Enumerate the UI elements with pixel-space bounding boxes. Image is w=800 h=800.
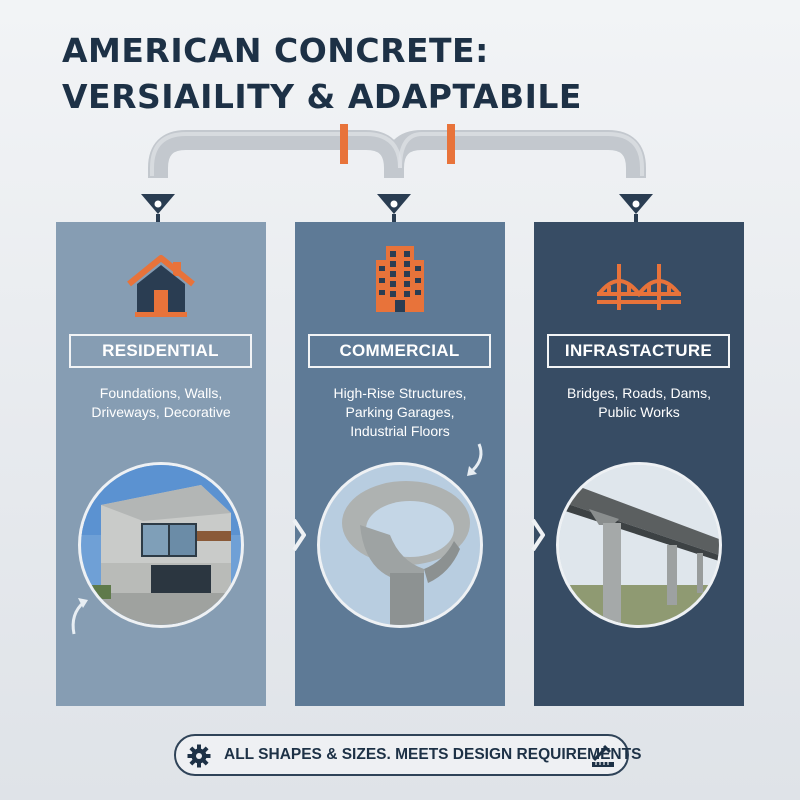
- description-line: Public Works: [598, 404, 680, 420]
- description-line: Industrial Floors: [350, 423, 450, 439]
- chevron-right-icon: [292, 518, 306, 552]
- photo-modern-house: [78, 462, 244, 628]
- nozzle-residential: [141, 194, 175, 224]
- pipe-left-branch: [148, 130, 404, 178]
- photo-curved-concrete-structure: [317, 462, 483, 628]
- description-line: Parking Garages,: [345, 404, 455, 420]
- title-line-1: AMERICAN CONCRETE:: [62, 31, 489, 70]
- pipe-connector-diagram: [141, 124, 653, 224]
- curved-arrow-icon: [71, 598, 88, 635]
- label-residential: RESIDENTIAL: [69, 334, 252, 368]
- gear-icon: [187, 744, 211, 768]
- curved-arrow-icon: [467, 443, 483, 476]
- description-line: Driveways, Decorative: [91, 404, 231, 420]
- measure-tool-icon: [592, 744, 614, 767]
- pipe-coupling-left: [340, 124, 348, 164]
- description-line: High-Rise Structures,: [333, 385, 467, 401]
- pipe-coupling-right: [447, 124, 455, 164]
- panel-commercial: COMMERCIAL High-Rise Structures, Parking…: [295, 222, 505, 706]
- house-icon: [127, 255, 195, 317]
- description-residential: Foundations, Walls, Driveways, Decorativ…: [64, 384, 258, 422]
- panel-residential: RESIDENTIAL Foundations, Walls, Driveway…: [56, 222, 266, 706]
- label-commercial: COMMERCIAL: [308, 334, 491, 368]
- description-line: Bridges, Roads, Dams,: [567, 385, 711, 401]
- footer-text: ALL SHAPES & SIZES. MEETS DESIGN REQUIRE…: [224, 746, 642, 763]
- footer-banner: ALL SHAPES & SIZES. MEETS DESIGN REQUIRE…: [174, 734, 642, 776]
- pipe-right-branch: [384, 130, 646, 178]
- photo-concrete-bridge: [556, 462, 722, 628]
- description-line: Foundations, Walls,: [99, 385, 223, 401]
- chevron-right-icon: [531, 518, 545, 552]
- panel-infrastructure: INFRASTACTURE Bridges, Roads, Dams, Publ…: [534, 222, 744, 706]
- description-infrastructure: Bridges, Roads, Dams, Public Works: [542, 384, 736, 422]
- description-commercial: High-Rise Structures, Parking Garages, I…: [303, 384, 497, 441]
- bridge-icon: [597, 264, 681, 310]
- nozzle-infrastructure: [619, 194, 653, 224]
- title-line-2: VERSIAILITY & ADAPTABILE: [62, 77, 582, 116]
- nozzle-commercial: [377, 194, 411, 224]
- building-icon: [376, 246, 424, 312]
- label-infrastructure: INFRASTACTURE: [547, 334, 730, 368]
- page-title: AMERICAN CONCRETE: VERSIAILITY & ADAPTAB…: [62, 28, 582, 120]
